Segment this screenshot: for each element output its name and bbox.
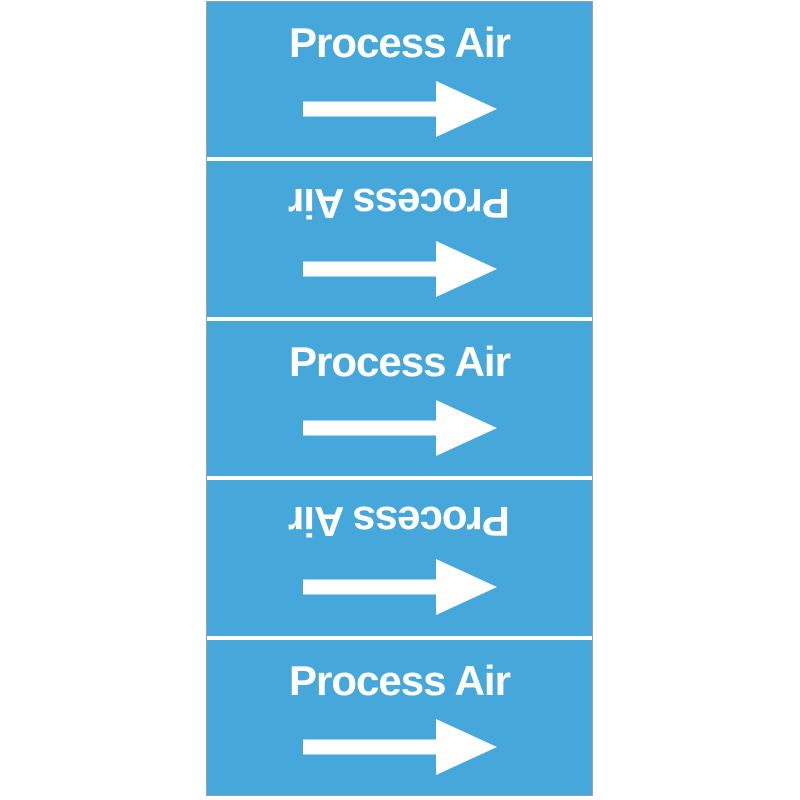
marker-band: Process Air xyxy=(207,157,592,316)
marker-band-text: Process Air xyxy=(289,656,511,704)
marker-band-text: Process Air xyxy=(289,338,511,386)
right-arrow-icon xyxy=(302,81,497,138)
marker-band-text: Process Air xyxy=(289,19,511,67)
marker-band-text-inverted: Process Air xyxy=(289,498,510,546)
marker-band: Process Air xyxy=(207,476,592,635)
right-arrow-icon xyxy=(302,400,497,457)
marker-band: Process Air xyxy=(207,316,592,476)
right-arrow-icon xyxy=(302,559,497,616)
marker-band-text-inverted: Process Air xyxy=(289,179,510,227)
right-arrow-icon xyxy=(302,240,497,297)
marker-band: Process Air xyxy=(207,2,592,157)
marker-band: Process Air xyxy=(207,635,592,795)
right-arrow-icon xyxy=(302,718,497,775)
pipe-marker-label: Process Air Process Air Process Air xyxy=(206,1,593,796)
